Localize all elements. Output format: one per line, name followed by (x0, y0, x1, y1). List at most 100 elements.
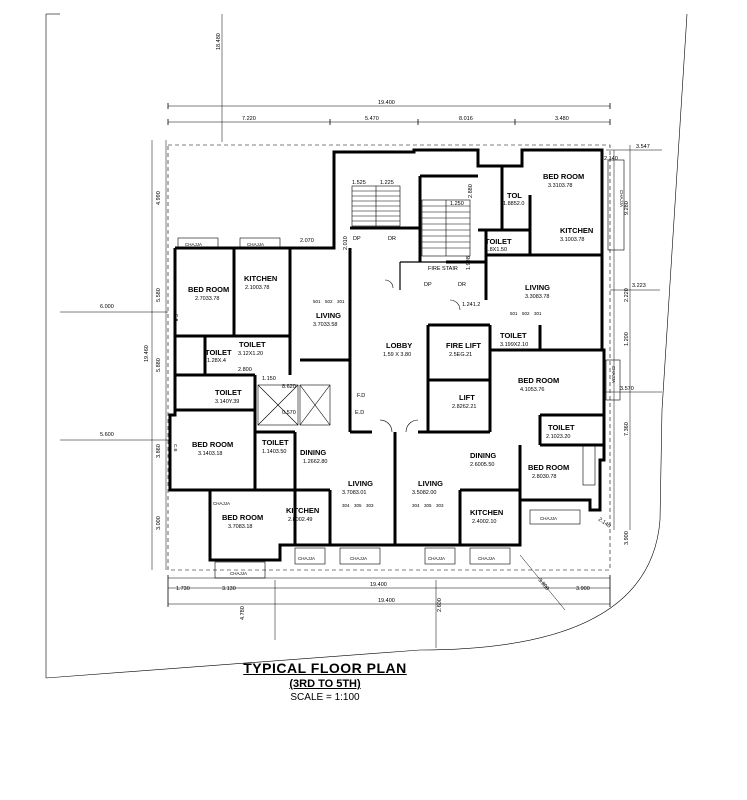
room-name: TOILET (500, 331, 527, 340)
dim-bottom-overall: 19.400 (370, 582, 387, 588)
dim-misc: 2.600 (437, 598, 443, 612)
dim-left-vert: 19.460 (144, 345, 150, 362)
fire-stair-label: FIRE STAIR (428, 266, 458, 272)
building-outline (167, 144, 611, 571)
chajja-label: CHAJJA (478, 556, 495, 561)
dim-misc: 2.010 (343, 236, 349, 250)
chajja-label: CHAJJA (298, 556, 315, 561)
flat-mark: 305 (424, 503, 432, 508)
room-name: LOBBY (386, 341, 412, 350)
misc-labels: FIRE STAIR DP DR DP DR CHAJJA CHAJJA CHA… (173, 190, 624, 576)
dim-left-vert: 4.990 (156, 191, 162, 205)
ed-label: E.D (355, 410, 364, 416)
room-name: TOILET (215, 388, 242, 397)
room-name: BED ROOM (543, 172, 584, 181)
chajja-label: CHAJJA (619, 190, 624, 207)
room-name: LIVING (316, 311, 341, 320)
dim-bottom-overall: 19.400 (378, 598, 395, 604)
flat-mark: 303 (436, 503, 444, 508)
room-size: 1.59 X 3.80 (383, 352, 411, 358)
dim-top-overall: 19.400 (378, 100, 395, 106)
room-size: 3.5082.00 (412, 490, 436, 496)
room-name: KITCHEN (244, 274, 277, 283)
dim-right: 2.220 (624, 288, 630, 302)
room-size: 3.140Y.39 (215, 399, 239, 405)
dim-top-seg: 5.470 (365, 116, 379, 122)
lift-shafts (257, 384, 331, 426)
dim-right: 3.800 (536, 577, 549, 591)
dim-left-vert: 3.860 (156, 444, 162, 458)
room-size: 3.7033.58 (313, 322, 337, 328)
chajja-label: CHAJJA (428, 556, 445, 561)
dim-misc: 4.780 (240, 606, 246, 620)
dim-left-vert: 5.580 (156, 288, 162, 302)
dim-bottom-seg: 1.730 (176, 586, 190, 592)
room-labels: BED ROOM 3.3103.78 KITCHEN 3.1003.78 TOL… (188, 172, 593, 530)
flat-mark: 501 (313, 299, 321, 304)
dr-label: DR (388, 236, 396, 242)
flat-mark: 303 (366, 503, 374, 508)
room-size: 2.8030.78 (532, 474, 556, 480)
dim-top-seg: 7.220 (242, 116, 256, 122)
flat-mark: 301 (337, 299, 345, 304)
room-name: DINING (470, 451, 496, 460)
dim-left-setback: 18.480 (216, 33, 222, 50)
room-name: LIVING (348, 479, 373, 488)
flat-mark: 501 (510, 311, 518, 316)
dim-right: 7.360 (624, 422, 630, 436)
internal-walls (170, 166, 604, 545)
dim-door: 1.241.2 (462, 302, 480, 308)
room-name: KITCHEN (560, 226, 593, 235)
room-size: 1.8852.0 (503, 201, 524, 207)
room-size: 2.6005.50 (470, 462, 494, 468)
room-size: 2.8262.21 (452, 404, 476, 410)
dimension-text: 19.400 7.220 5.470 8.016 3.480 19.400 19… (100, 33, 650, 620)
flat-mark: 502 (522, 311, 530, 316)
dim-top-seg: 3.480 (555, 116, 569, 122)
flat-mark: 304 (412, 503, 420, 508)
flat-mark: 301 (534, 311, 542, 316)
room-name: TOILET (205, 348, 232, 357)
room-size: 3.7083.18 (228, 524, 252, 530)
dim-right: 3.223 (632, 283, 646, 289)
chajja-label: CHAJJA (350, 556, 367, 561)
room-name: TOL (507, 191, 522, 200)
room-size: 2.4002.10 (472, 519, 496, 525)
room-size: 3.7083.01 (342, 490, 366, 496)
chajja-label: CHAJJA (247, 242, 264, 247)
fd-label: F.D (357, 393, 365, 399)
chajja-label: CHAJJA (185, 242, 202, 247)
chajja-label: CHAJJA (540, 516, 557, 521)
staircase-fire (421, 199, 471, 257)
dr-label: DR (458, 282, 466, 288)
chajja-label: CHAJJA (213, 501, 230, 506)
room-name: KITCHEN (286, 506, 319, 515)
room-name: LIFT (459, 393, 475, 402)
room-size: 3.1003.78 (560, 237, 584, 243)
plan-title: TYPICAL FLOOR PLAN (243, 660, 407, 676)
room-size: 2.5EG.21 (449, 352, 472, 358)
room-name: LIVING (418, 479, 443, 488)
flat-mark: 502 (325, 299, 333, 304)
dim-right: 2.140 (604, 156, 618, 162)
dim-left-vert: 5.880 (156, 358, 162, 372)
room-name: DINING (300, 448, 326, 457)
room-name: BED ROOM (518, 376, 559, 385)
cb-label: C.B (174, 314, 179, 322)
dim-stair: 1.250 (450, 201, 464, 207)
room-size: 3.199X2.10 (500, 342, 528, 348)
dp-label: DP (353, 236, 361, 242)
plan-scale: SCALE = 1:100 (290, 692, 360, 703)
dim-bottom-seg: 3.130 (222, 586, 236, 592)
dim-right: 2.140 (597, 517, 612, 530)
dim-misc: 2.800 (238, 367, 252, 373)
room-size: 4.1053.76 (520, 387, 544, 393)
room-size: 1.28X.4 (207, 358, 226, 364)
room-size: 1.2662.80 (303, 459, 327, 465)
dim-left-margin: 5.600 (100, 432, 114, 438)
dim-right: 1.200 (624, 332, 630, 346)
room-size: 3.1403.18 (198, 451, 222, 457)
room-size: 3.12X1.20 (238, 351, 263, 357)
dim-top-seg: 8.016 (459, 116, 473, 122)
cb-label: C.B (173, 444, 178, 452)
